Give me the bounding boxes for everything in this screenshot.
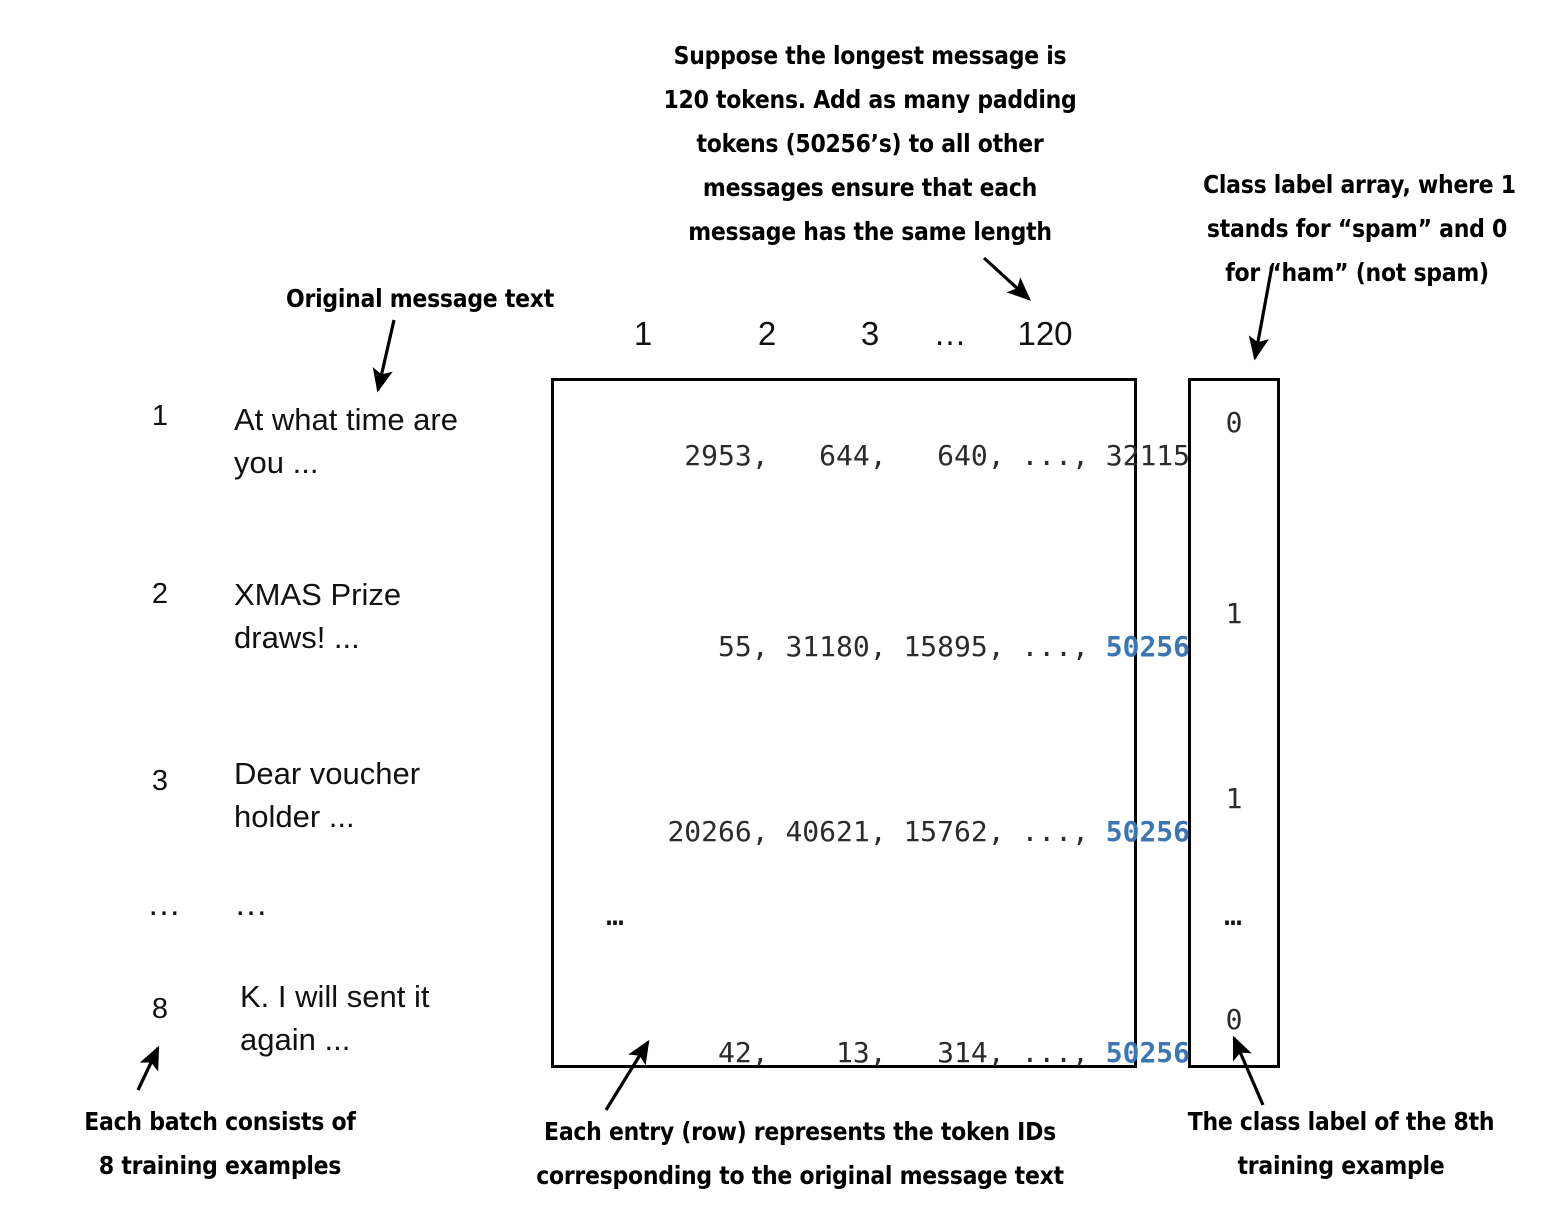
token-id-row: 20266, 40621, 15762, ..., 50256	[600, 782, 1190, 881]
batch-note-line-2: 8 training examples	[98, 1151, 342, 1180]
padding-token: 50256	[1105, 630, 1191, 663]
token-id-values: 55, 31180, 15895, ...,	[667, 630, 1106, 663]
token-id-matrix-box	[551, 378, 1137, 1068]
entry-note-line-2: corresponding to the original message te…	[536, 1161, 1064, 1190]
column-header-ellipsis: …	[933, 315, 967, 352]
token-id-values: 20266, 40621, 15762, ...,	[667, 815, 1106, 848]
message-text: At what time are you ...	[234, 402, 458, 480]
message-text: K. I will sent it again ...	[240, 979, 430, 1057]
label-8th-note-line-1: The class label of the 8th	[1187, 1107, 1495, 1136]
row-index-ellipsis: …	[147, 885, 185, 923]
padding-note-line-4: messages ensure that each	[702, 173, 1038, 202]
padding-token: 50256	[1105, 1036, 1191, 1069]
token-id-values: 2953, 644, 640, ..., 32115	[667, 439, 1191, 472]
padding-token: 50256	[1105, 815, 1191, 848]
row-index: 2	[151, 578, 169, 610]
padding-note: Suppose the longest message is 120 token…	[650, 34, 1090, 254]
class-label-value: 1	[1225, 782, 1243, 815]
padding-note-line-3: tokens (50256’s) to all other	[696, 129, 1044, 158]
row-index: 3	[151, 765, 169, 797]
original-message-note: Original message text	[275, 277, 565, 321]
entry-note-line-1: Each entry (row) represents the token ID…	[544, 1117, 1056, 1146]
token-id-values: 42, 13, 314, ...,	[667, 1036, 1106, 1069]
label-8th-note-line-2: training example	[1237, 1151, 1445, 1180]
class-label-note-line-2: stands for “spam” and 0	[1206, 214, 1508, 243]
row-index: 1	[151, 400, 169, 432]
class-label-value: 0	[1225, 406, 1243, 439]
message-text: XMAS Prize draws! ...	[234, 577, 402, 655]
token-id-row: 55, 31180, 15895, ..., 50256	[600, 597, 1190, 696]
message-text-ellipsis: …	[234, 885, 272, 923]
token-id-row-ellipsis: …	[606, 898, 627, 933]
original-message-note-line-1: Original message text	[286, 284, 554, 313]
class-label-note-line-1: Class label array, where 1	[1203, 170, 1516, 199]
class-label-ellipsis: …	[1223, 898, 1245, 933]
padding-note-line-5: message has the same length	[688, 217, 1052, 246]
batch-note-line-1: Each batch consists of	[84, 1107, 356, 1136]
token-id-row: 42, 13, 314, ..., 50256	[600, 1003, 1190, 1102]
row-index: 8	[151, 993, 169, 1025]
message-text: Dear voucher holder ...	[234, 756, 421, 834]
column-header-120: 120	[1017, 315, 1073, 352]
column-header-1: 1	[633, 315, 653, 352]
label-8th-note: The class label of the 8th training exam…	[1178, 1100, 1504, 1188]
column-header-3: 3	[860, 315, 880, 352]
token-id-row: 2953, 644, 640, ..., 32115	[600, 406, 1190, 505]
class-label-value: 0	[1225, 1003, 1243, 1036]
class-label-array-box	[1188, 378, 1280, 1068]
padding-note-line-2: 120 tokens. Add as many padding	[663, 85, 1077, 114]
batch-note: Each batch consists of 8 training exampl…	[79, 1100, 361, 1188]
class-label-value: 1	[1225, 597, 1243, 630]
padding-note-line-1: Suppose the longest message is	[673, 41, 1067, 70]
entry-note: Each entry (row) represents the token ID…	[518, 1110, 1081, 1198]
column-header-2: 2	[757, 315, 777, 352]
